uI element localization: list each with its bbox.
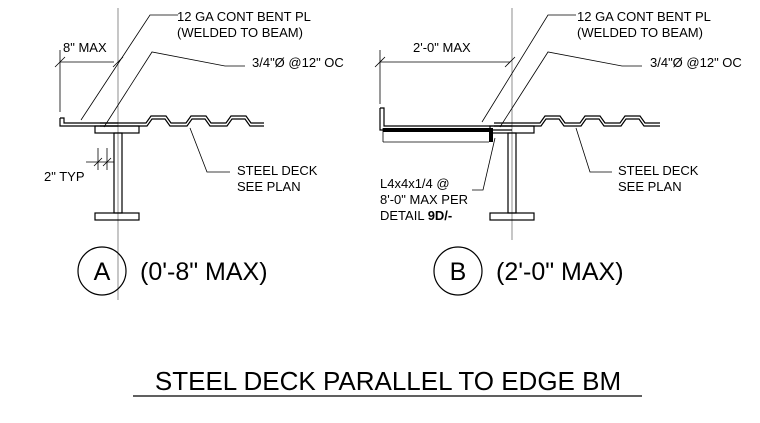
detail-a-deck-label-1: STEEL DECK bbox=[237, 163, 318, 178]
detail-a-dimension-2-typ bbox=[86, 148, 114, 170]
detail-b-dimension-2-0-max bbox=[374, 50, 516, 104]
detail-a-dim-typ: 2" TYP bbox=[44, 169, 85, 184]
detail-b-angle-detail-ref: 9D/- bbox=[428, 208, 453, 223]
detail-a: 8" MAX 12 GA CONT BENT PL (WELDED TO BEA… bbox=[44, 8, 344, 300]
detail-a-plate-label-2: (WELDED TO BEAM) bbox=[177, 25, 303, 40]
detail-b-angle-leader bbox=[472, 137, 496, 191]
detail-a-plate-label-1: 12 GA CONT BENT PL bbox=[177, 9, 311, 24]
drawing-title: STEEL DECK PARALLEL TO EDGE BM bbox=[155, 366, 621, 396]
detail-a-wide-flange-beam bbox=[94, 125, 140, 221]
detail-a-weld-label: 3/4"Ø @12" OC bbox=[252, 55, 344, 70]
detail-a-dim-max: 8" MAX bbox=[63, 40, 107, 55]
detail-b-angle-label-2: 8'-0" MAX PER bbox=[380, 192, 468, 207]
detail-a-marker: A bbox=[94, 258, 111, 286]
detail-a-marker-circle bbox=[77, 246, 127, 296]
detail-b-marker: B bbox=[450, 258, 467, 286]
detail-b-caption: (2'-0" MAX) bbox=[496, 258, 624, 286]
detail-b-plate-label-2: (WELDED TO BEAM) bbox=[577, 25, 703, 40]
detail-b-angle-detail-text: DETAIL bbox=[380, 208, 428, 223]
detail-b-weld-leader bbox=[499, 51, 642, 128]
detail-a-steel-deck bbox=[100, 115, 264, 127]
detail-a-deck-leader bbox=[189, 127, 230, 173]
detail-b-bent-plate bbox=[379, 107, 512, 131]
detail-b-deck-label-2: SEE PLAN bbox=[618, 179, 682, 194]
detail-b-deck-label-1: STEEL DECK bbox=[618, 163, 699, 178]
detail-a-caption: (0'-8" MAX) bbox=[140, 258, 268, 286]
detail-b-plate-leader bbox=[481, 14, 576, 123]
detail-b-angle bbox=[382, 128, 493, 143]
detail-b-plate-label-1: 12 GA CONT BENT PL bbox=[577, 9, 711, 24]
detail-b: 2'-0" MAX 12 GA CONT BENT PL (WELDED TO … bbox=[374, 8, 742, 296]
detail-a-bent-plate bbox=[59, 117, 118, 127]
detail-a-weld-leader bbox=[103, 51, 245, 128]
detail-b-deck-leader bbox=[575, 127, 612, 173]
detail-b-angle-label-3: DETAIL 9D/- bbox=[380, 208, 452, 223]
detail-b-dim-max: 2'-0" MAX bbox=[413, 40, 471, 55]
detail-b-marker-circle bbox=[433, 246, 483, 296]
detail-b-weld-label: 3/4"Ø @12" OC bbox=[650, 55, 742, 70]
detail-b-steel-deck bbox=[494, 115, 660, 127]
detail-a-plate-leader bbox=[80, 14, 178, 121]
detail-a-deck-label-2: SEE PLAN bbox=[237, 179, 301, 194]
detail-a-dimension-8-max bbox=[54, 50, 124, 112]
detail-b-angle-label-1: L4x4x1/4 @ bbox=[380, 176, 450, 191]
